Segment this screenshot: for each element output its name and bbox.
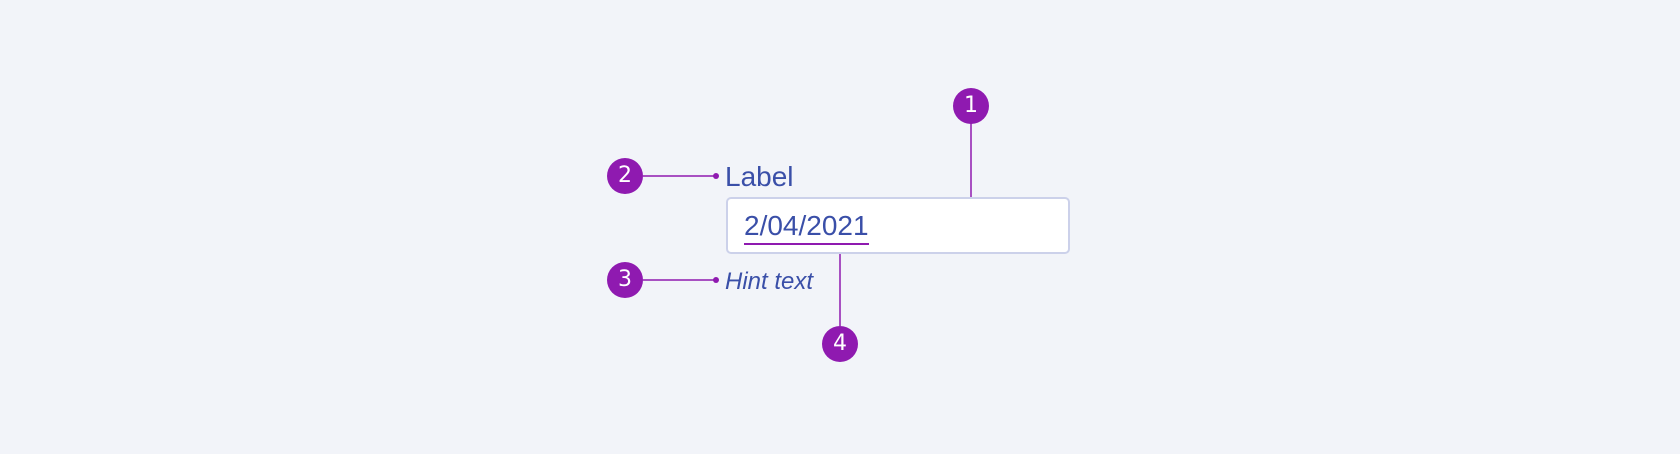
field-label: Label <box>725 161 794 192</box>
date-input-value: 2/04/2021 <box>744 209 869 245</box>
callout-badge-1: 1 <box>953 88 989 124</box>
callout-dot-2 <box>713 173 719 179</box>
callout-badge-2: 2 <box>607 158 643 194</box>
hint-text: Hint text <box>725 268 814 295</box>
callout-badge-3: 3 <box>607 262 643 298</box>
callout-badge-4: 4 <box>822 326 858 362</box>
callout-dot-3 <box>713 277 719 283</box>
date-input-field[interactable]: 2/04/2021 <box>726 197 1070 254</box>
